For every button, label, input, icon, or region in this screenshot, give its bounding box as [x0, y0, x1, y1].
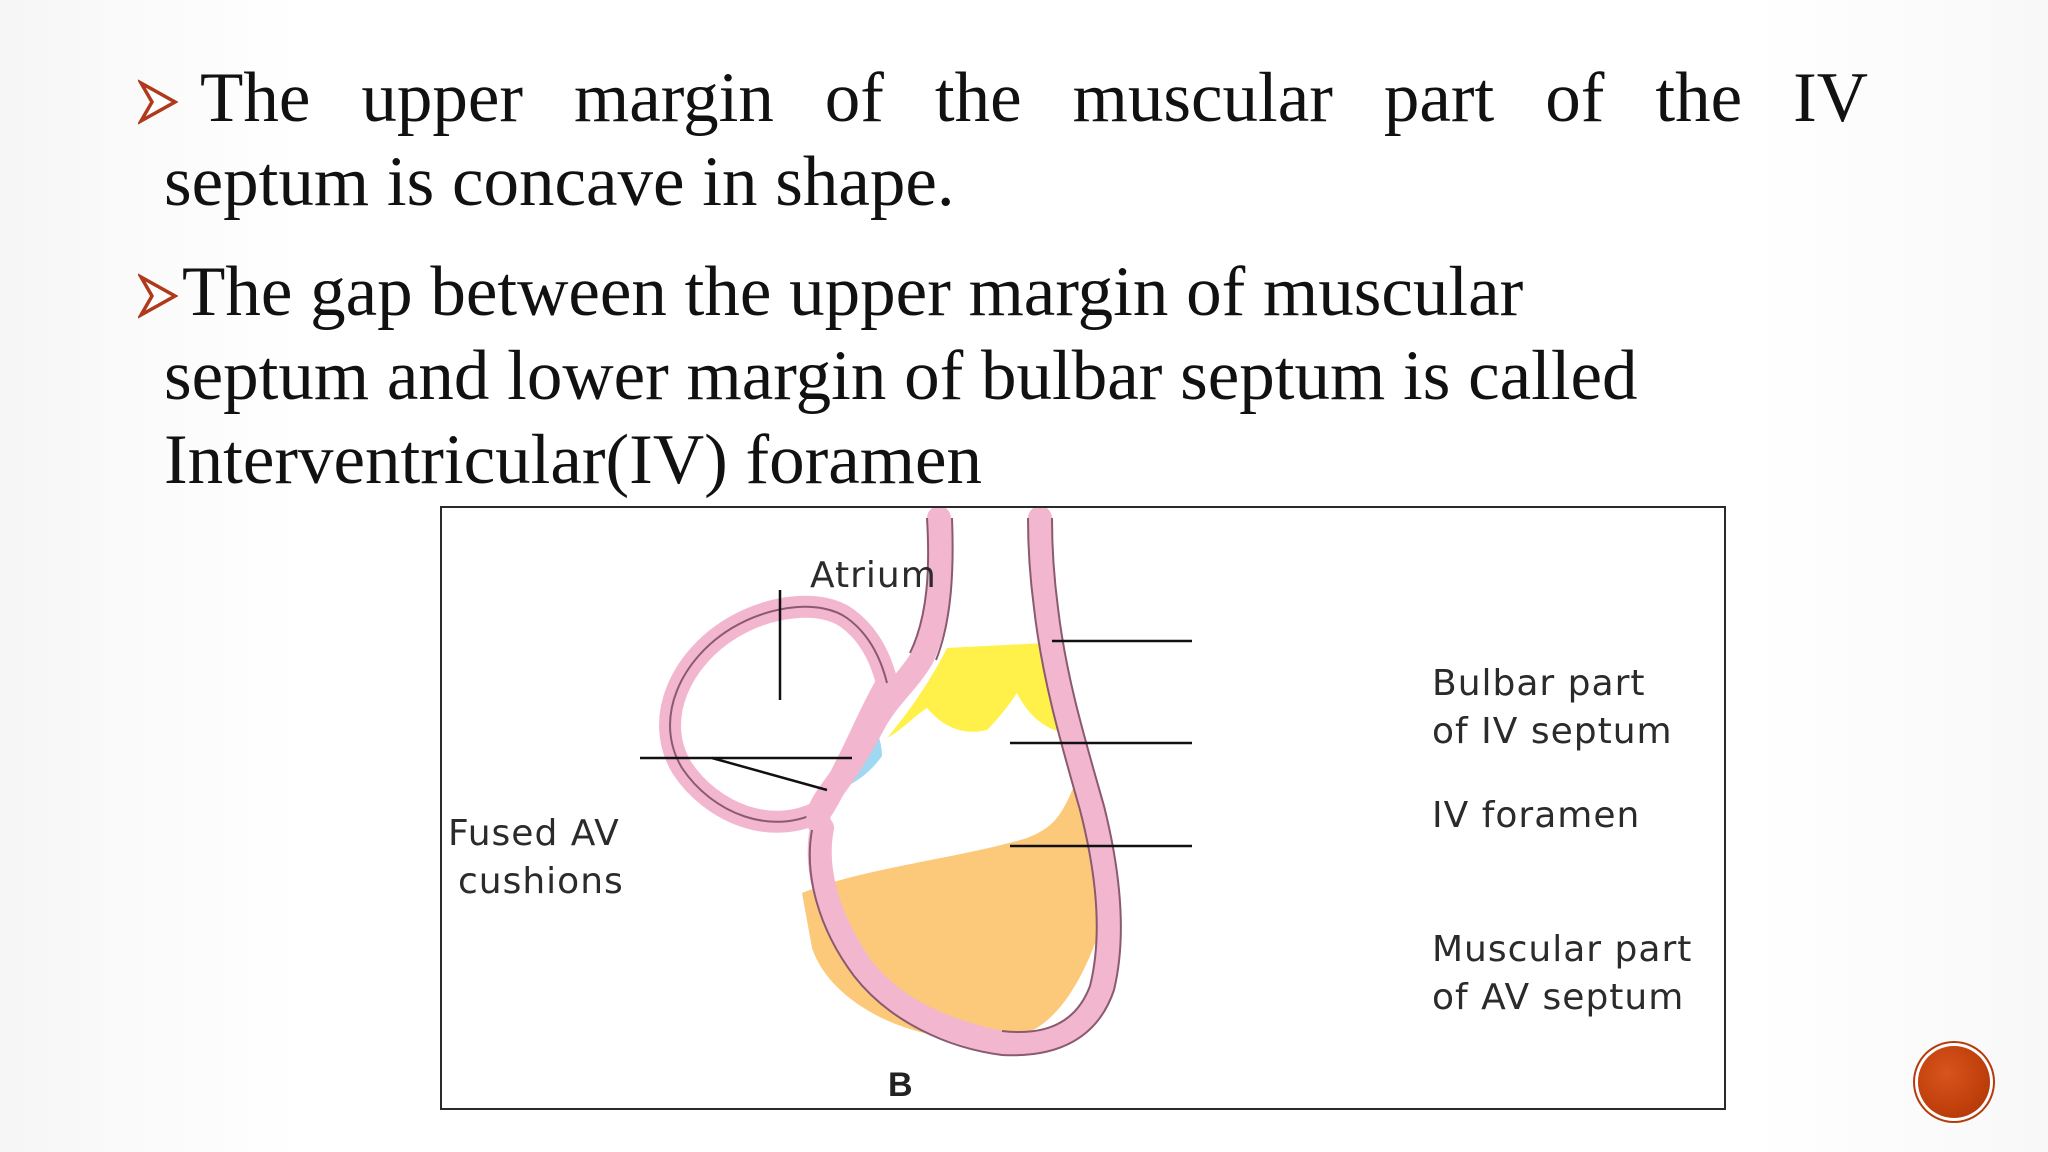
bulbar-septum-shape — [887, 643, 1064, 738]
bullet-arrow-icon — [138, 79, 178, 125]
word: margin — [574, 59, 774, 137]
heart-septum-diagram: Atrium Fused AV cushions Bulbar part of … — [440, 506, 1726, 1110]
bullet-2: The gap between the upper margin of musc… — [138, 250, 1868, 502]
bullet-arrow-icon — [138, 273, 178, 319]
word: of — [1545, 59, 1605, 137]
muscular-septum-shape — [802, 778, 1108, 1040]
bullet-2-continuation-2: Interventricular(IV) foramen — [164, 421, 983, 499]
bullet-2-line-1: The gap between the upper margin of musc… — [138, 250, 1868, 334]
label-fused-av-2: cushions — [458, 861, 624, 902]
word: IV — [1793, 59, 1868, 137]
bullet-1: The upper margin of the muscular part of… — [138, 56, 1868, 224]
bullet-2-text: The gap between the upper margin of musc… — [182, 253, 1524, 331]
word: part — [1383, 59, 1495, 137]
word: The — [200, 59, 311, 137]
bullet-1-line-1: The upper margin of the muscular part of… — [138, 56, 1868, 140]
word: the — [1655, 59, 1743, 137]
bullet-1-continuation: septum is concave in shape. — [164, 143, 955, 221]
label-muscular-1: Muscular part — [1432, 929, 1693, 970]
word: upper — [361, 59, 524, 137]
leader-fused-av-2 — [711, 756, 828, 792]
panel-label: B — [888, 1066, 913, 1104]
heart-diagram-svg — [640, 508, 1192, 1057]
atrium-wall — [659, 595, 898, 833]
bullet-2-continuation-1: septum and lower margin of bulbar septum… — [164, 337, 1638, 415]
label-iv-foramen: IV foramen — [1432, 795, 1641, 836]
label-fused-av-1: Fused AV — [448, 813, 620, 854]
label-atrium: Atrium — [810, 555, 937, 596]
word: of — [824, 59, 884, 137]
bullet-1-words: The upper margin of the muscular part of… — [200, 56, 1868, 140]
label-bulbar-1: Bulbar part — [1432, 663, 1646, 704]
word: the — [934, 59, 1022, 137]
slide-nav-button[interactable] — [1918, 1046, 1990, 1118]
word: muscular — [1072, 59, 1333, 137]
ventricle-wall — [806, 508, 1121, 1056]
label-bulbar-2: of IV septum — [1432, 711, 1673, 752]
label-muscular-2: of AV septum — [1432, 977, 1685, 1018]
